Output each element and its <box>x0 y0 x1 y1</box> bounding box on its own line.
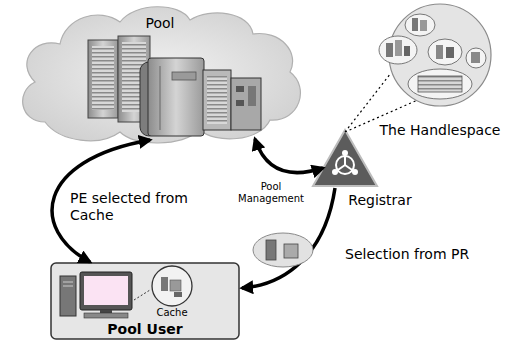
illustration-rect <box>60 276 76 316</box>
registrar-shape <box>313 130 377 186</box>
cache-circle-outline <box>151 265 193 307</box>
illustration-circle <box>332 169 338 175</box>
node-label: Registrar <box>348 192 411 209</box>
illustration-rect <box>236 100 244 106</box>
illustration-ellipse <box>253 233 313 267</box>
edge-label-holder: PE selected from Cache <box>70 190 202 224</box>
illustration-rect <box>100 310 112 313</box>
illustration-rect <box>284 244 298 258</box>
illustration-rect <box>248 86 256 106</box>
illustration-circle <box>342 150 348 156</box>
illustration-rect <box>231 78 261 130</box>
illustration-rect <box>161 277 168 291</box>
illustration-rect <box>84 313 128 318</box>
cloud-path <box>23 7 301 143</box>
illustration-rect <box>420 20 427 31</box>
illustration-rect <box>266 240 276 260</box>
handlespace-circle-outline <box>388 3 492 107</box>
illustration-ellipse <box>428 39 462 65</box>
node-label: Pool <box>146 15 175 32</box>
registrar-triangle-outline <box>313 130 377 186</box>
edge-label: Pool Management <box>234 181 308 205</box>
node-label: The Handlespace <box>380 122 501 139</box>
edge-label: PE selected from Cache <box>70 190 202 224</box>
cache-ring <box>152 266 192 306</box>
edge-label-holder: Pool Management <box>234 181 308 205</box>
selection-bubble <box>253 233 313 267</box>
illustration-ellipse <box>405 14 435 36</box>
arrow-connector <box>255 139 323 173</box>
illustration-ellipse <box>408 69 472 99</box>
illustration-rect <box>174 292 182 297</box>
cache-circle: Cache <box>151 265 193 307</box>
illustration-rect <box>436 45 443 59</box>
illustration-rect <box>418 76 462 92</box>
illustration-rect <box>412 18 418 31</box>
illustration-ellipse <box>379 36 417 64</box>
illustration-ellipse <box>466 48 486 68</box>
handlespace-circle: The Handlespace <box>388 3 492 107</box>
edge-label-holder: Selection from PR <box>345 246 515 263</box>
handlespace-ring <box>389 4 491 106</box>
illustration-rect <box>148 58 204 136</box>
illustration-line <box>63 282 73 283</box>
illustration-line <box>160 66 161 130</box>
pool-user-box: Pool User Cache <box>50 262 240 340</box>
illustration-rect <box>172 72 196 80</box>
node-label: Cache <box>156 307 187 319</box>
illustration-circle <box>352 169 358 175</box>
illustration-rect <box>88 40 118 118</box>
illustration-rect <box>446 47 454 58</box>
illustration-rect <box>170 280 181 291</box>
illustration-rect <box>395 40 402 56</box>
illustration-rect <box>471 52 480 63</box>
illustration-rect <box>404 46 410 56</box>
illustration-line <box>63 286 73 287</box>
registrar-triangle: Registrar <box>313 130 377 186</box>
pool-cloud: Pool <box>15 2 305 147</box>
illustration-rect <box>80 272 132 310</box>
illustration-rect <box>207 76 227 124</box>
illustration-rect <box>92 46 114 110</box>
illustration-rect <box>203 70 231 130</box>
illustration-rect <box>236 86 244 92</box>
illustration-rect <box>386 43 393 57</box>
illustration-rect <box>84 276 128 305</box>
edge-label: Selection from PR <box>345 246 515 263</box>
node-label: Pool User <box>107 321 182 338</box>
pool-user-frame <box>51 263 239 339</box>
